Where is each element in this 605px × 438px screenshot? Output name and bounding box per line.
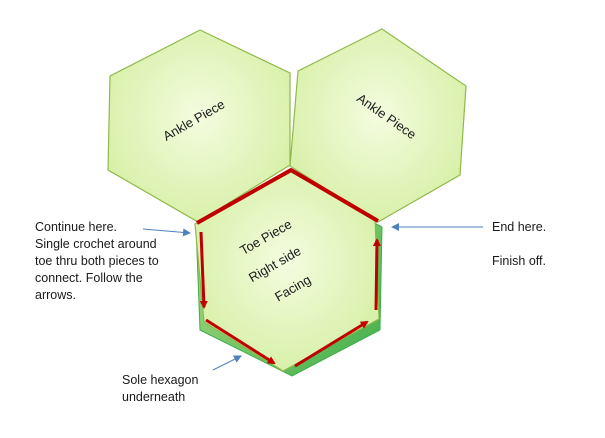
sole-note-line: underneath [122,390,186,404]
continue-note-line: connect. Follow the [35,271,143,285]
seam-line [196,168,380,225]
pointer-continue [142,228,191,237]
end-here-note: End here. [492,220,547,234]
continue-note-line: arrows. [35,288,76,302]
continue-note-line: Continue here. [35,220,118,234]
continue-note-line: toe thru both pieces to [35,254,159,268]
finish-off-note: Finish off. [492,254,546,268]
sole-note-line: Sole hexagon [122,373,199,387]
ankle-piece-right-hexagon [289,28,467,223]
continue-note: Continue here. Single crochet around toe… [35,219,185,304]
arrow-bottom-left [205,318,276,365]
pointer-sole [212,355,242,371]
arrow-left-side [199,231,208,309]
arrow-right-side [372,238,381,311]
continue-note-line: Single crochet around [35,237,157,251]
sole-note: Sole hexagon underneath [122,372,198,406]
arrow-bottom-right [294,320,369,368]
